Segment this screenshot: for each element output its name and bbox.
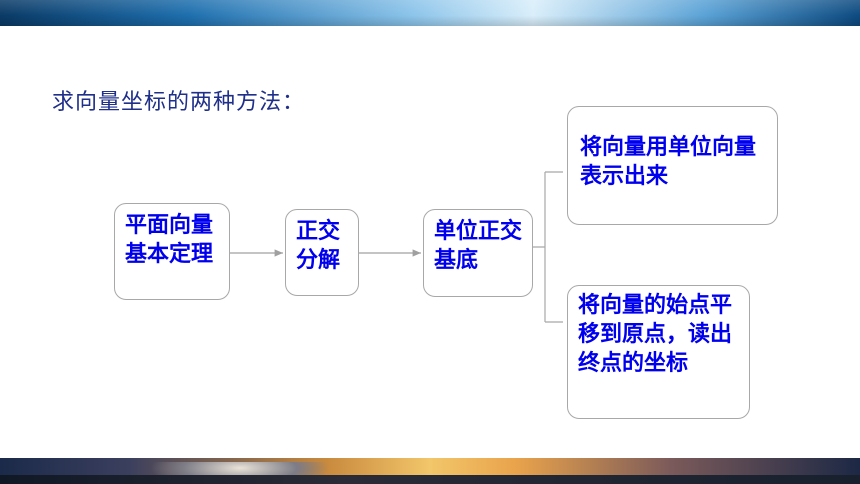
box-vector-basic-theorem: 平面向量基本定理 <box>114 203 230 300</box>
bottom-banner <box>0 458 860 484</box>
top-banner <box>0 0 860 26</box>
bracket-connector <box>533 171 563 323</box>
box-unit-orthogonal-basis: 单位正交基底 <box>423 209 533 297</box>
ground-decoration <box>0 475 860 484</box>
box-orthogonal-decomposition: 正交分解 <box>285 209 359 296</box>
box-method-translate-origin: 将向量的始点平移到原点，读出终点的坐标 <box>567 285 750 419</box>
page-title: 求向量坐标的两种方法： <box>52 90 306 115</box>
box-method-unit-vectors: 将向量用单位向量表示出来 <box>567 106 778 225</box>
